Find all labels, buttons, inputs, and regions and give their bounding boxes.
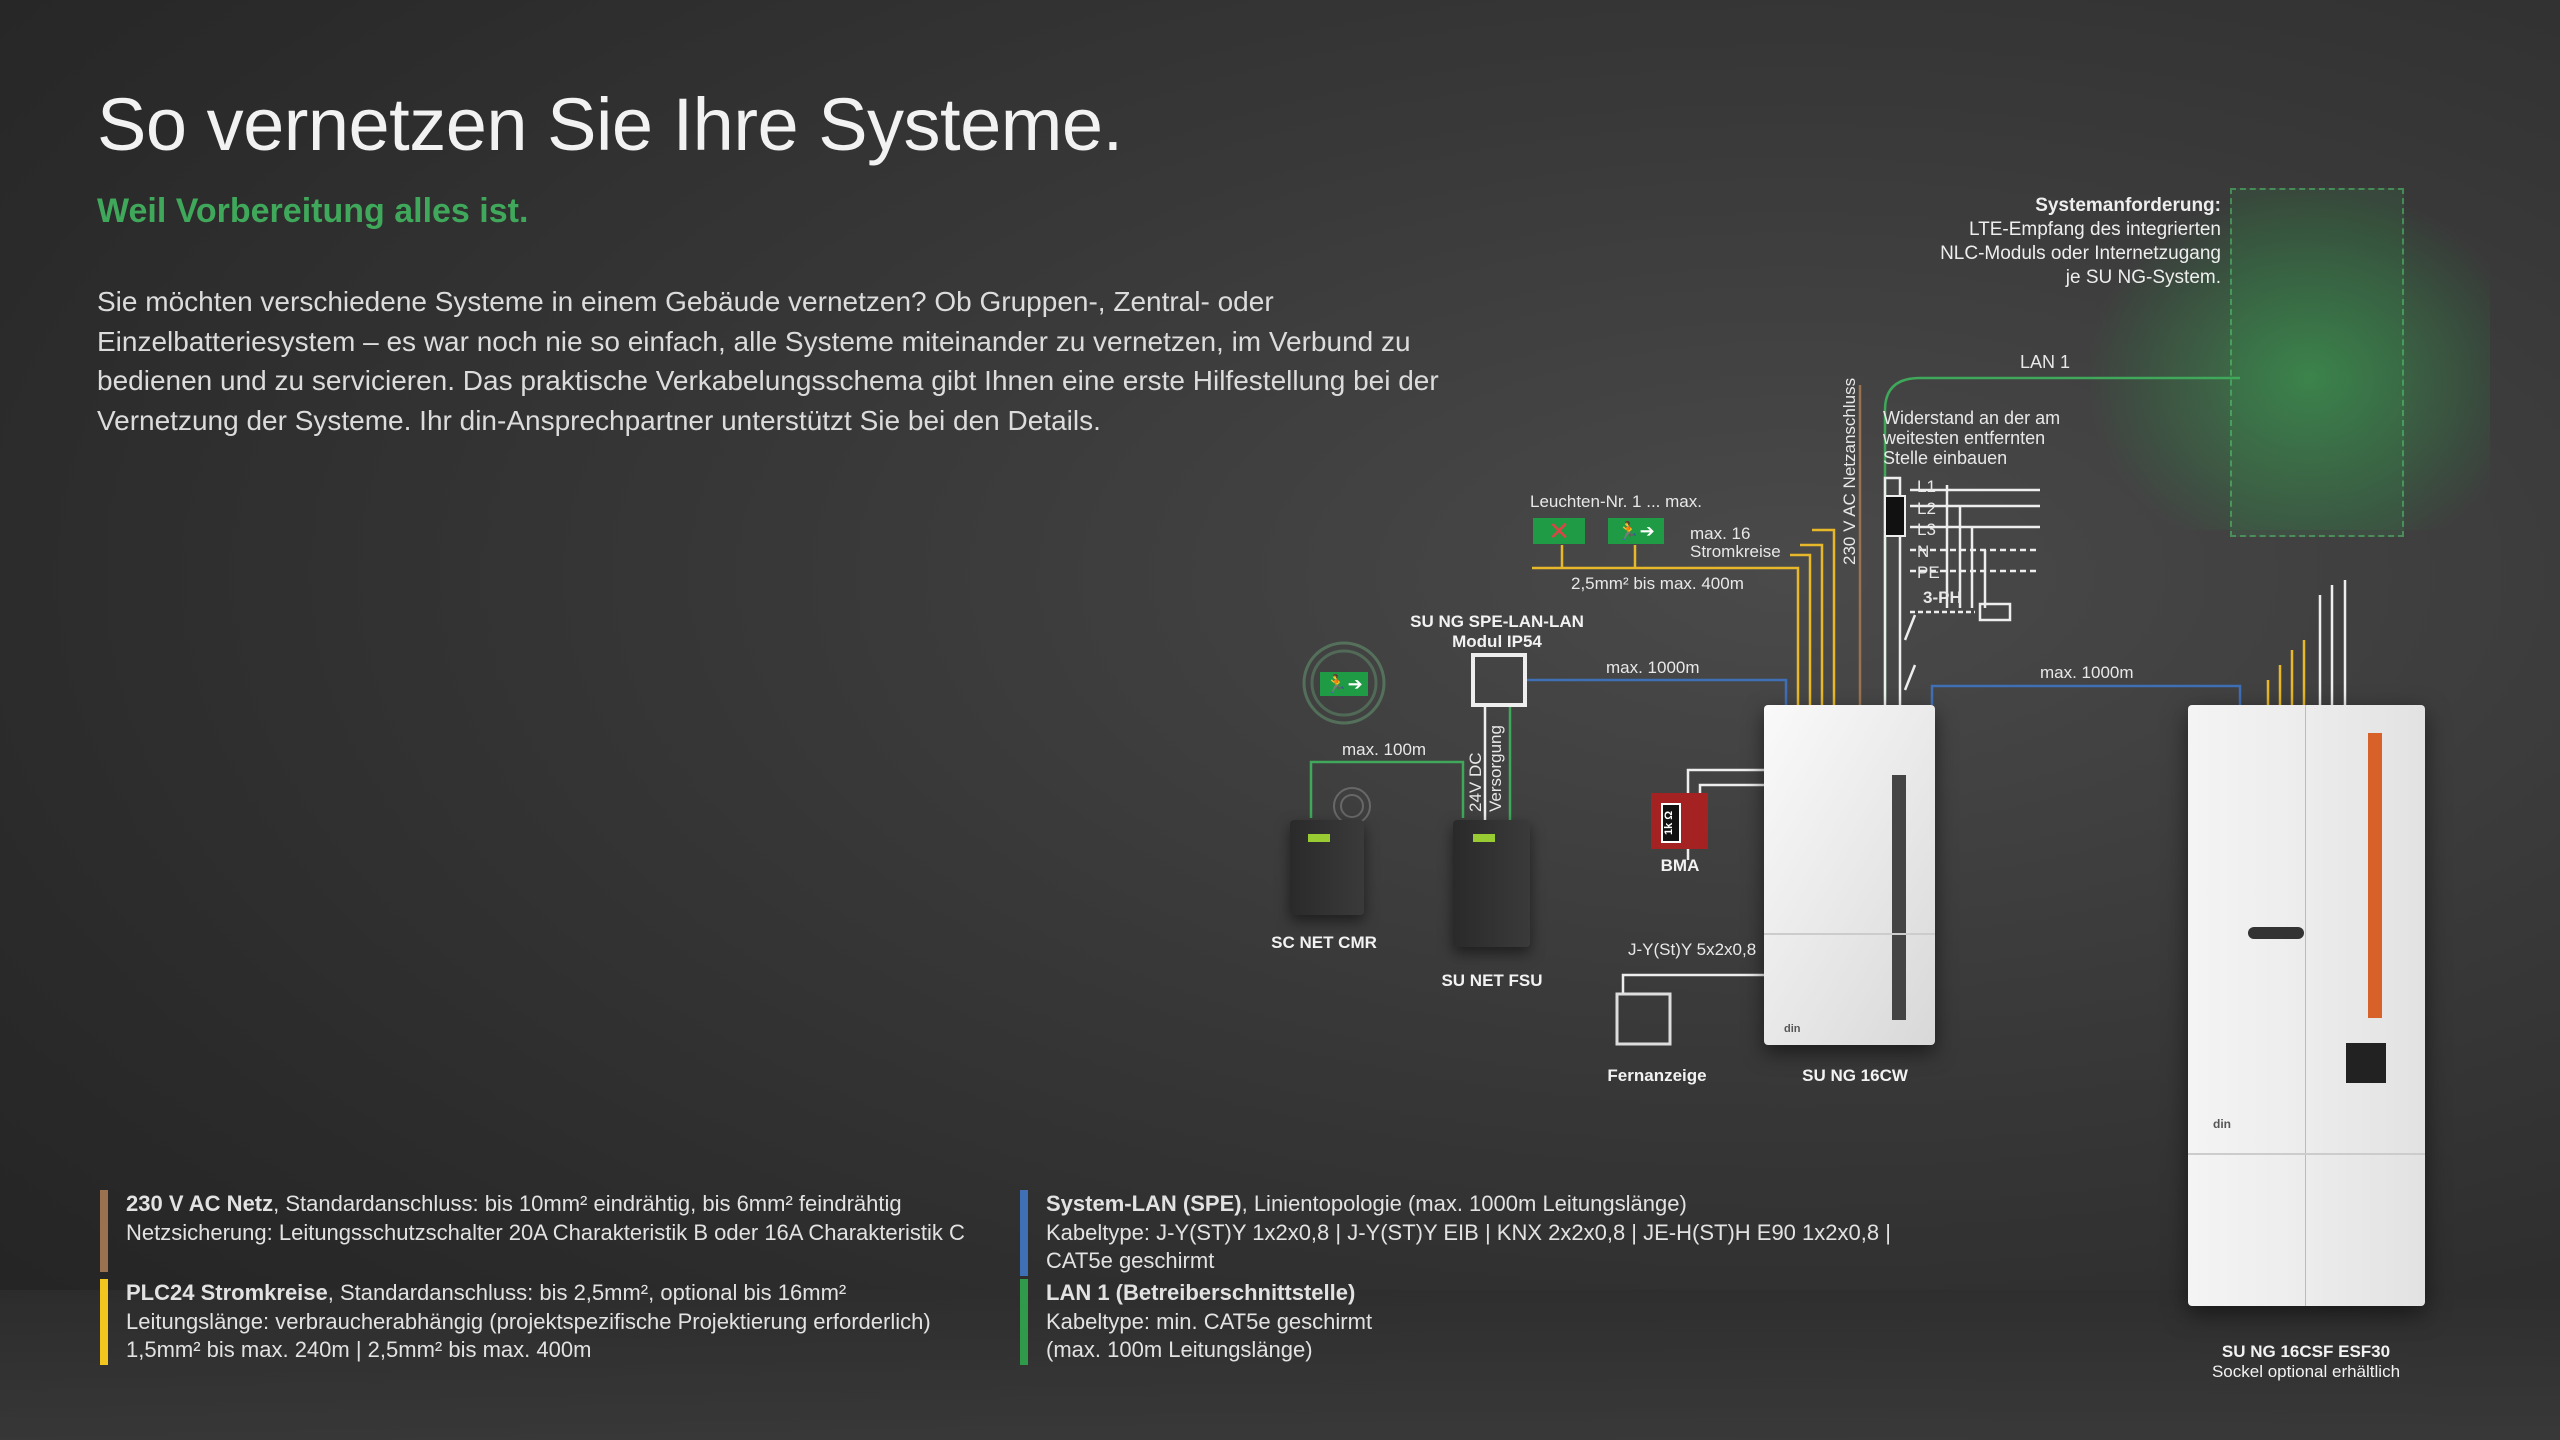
- su-ng-16csf-device: din: [2188, 705, 2425, 1306]
- note-line: Stelle einbauen: [1883, 448, 2008, 468]
- spe-line-right: [1930, 684, 2242, 705]
- su-net-fsu-device: [1453, 820, 1530, 947]
- legend-text: , Standardanschluss: bis 2,5mm², optiona…: [327, 1280, 847, 1305]
- bma-label: BMA: [1660, 856, 1700, 875]
- fernanzeige-label: Fernanzeige: [1607, 1066, 1707, 1085]
- spe-module-box: [1471, 653, 1527, 707]
- legend-text: Leitungslänge: verbraucherabhängig (proj…: [126, 1308, 931, 1334]
- legend-text: Netzsicherung: Leitungsschutzschalter 20…: [126, 1219, 965, 1245]
- legend-text: Kabeltype: min. CAT5e geschirmt: [1046, 1308, 1373, 1334]
- cw-label: SU NG 16CW: [1802, 1066, 1908, 1085]
- cloud-device-outline: [2230, 188, 2404, 537]
- three-ph-label: 3-PH: [1923, 588, 1962, 607]
- dc-supply-label: 24V DC Versorgung: [1466, 725, 1506, 812]
- legend-mains: 230 V AC Netz, Standardanschluss: bis 10…: [100, 1190, 965, 1272]
- intro-text: Sie möchten verschiedene Systeme in eine…: [97, 286, 1439, 436]
- legend-text: CAT5e geschirmt: [1046, 1248, 1215, 1273]
- subtitle: Weil Vorbereitung alles ist.: [97, 192, 529, 230]
- phase-labels: L1 L2 L3 N PE: [1917, 476, 1940, 584]
- requirement-title: Systemanforderung:: [2035, 195, 2221, 216]
- spe-module-label: SU NG SPE-LAN-LAN Modul IP54: [1410, 612, 1584, 652]
- note-line: Widerstand an der am: [1883, 408, 2061, 428]
- csf-note: Sockel optional erhältlich: [2211, 1362, 2401, 1381]
- lan1-label: LAN 1: [2020, 352, 2071, 372]
- max-1000m-left: max. 1000m: [1606, 658, 1700, 677]
- legend-title: LAN 1 (Betreiberschnittstelle): [1046, 1280, 1356, 1305]
- display: [1473, 834, 1495, 842]
- fsu-label: SU NET FSU: [1441, 971, 1543, 990]
- plc-line: [1532, 528, 1836, 705]
- exit-sign-icon: 🏃➔: [1608, 518, 1664, 544]
- resistor-icon: 1k Ω: [1661, 803, 1681, 843]
- cmr-label: SC NET CMR: [1271, 933, 1377, 952]
- legend-text: 1,5mm² bis max. 240m | 2,5mm² bis max. 4…: [126, 1337, 592, 1362]
- floor: [0, 1290, 2560, 1440]
- spe-line-left: [1525, 678, 1788, 705]
- phase-l3: L3: [1917, 520, 1936, 539]
- exit-sign-icon: 🏃➔: [1320, 672, 1368, 696]
- max-100m: max. 100m: [1342, 740, 1427, 759]
- csf-label: SU NG 16CSF ESF30: [2221, 1342, 2391, 1361]
- phase-n: N: [1917, 541, 1930, 561]
- spe-label-line: Modul IP54: [1452, 632, 1542, 651]
- page-title: So vernetzen Sie Ihre Systeme.: [97, 83, 1123, 166]
- status-strip: [1892, 775, 1906, 1020]
- exit-sign-disabled-icon: ✕: [1533, 518, 1585, 544]
- stromkreise-line: Stromkreise: [1690, 542, 1781, 561]
- requirement-line: je SU NG-System.: [2065, 267, 2221, 288]
- dc-line: Versorgung: [1486, 725, 1505, 812]
- phase-l1: L1: [1917, 477, 1936, 496]
- sc-net-cmr-device: [1290, 820, 1364, 915]
- phase-pe: PE: [1917, 563, 1940, 582]
- plc-cable-label: 2,5mm² bis max. 400m: [1571, 574, 1744, 593]
- note-line: weitesten entfernten: [1883, 428, 2046, 448]
- orange-strip: [2368, 733, 2382, 1018]
- su-ng-16cw-device: din: [1764, 705, 1935, 1045]
- door-handle[interactable]: [2248, 927, 2304, 939]
- fern-cable-label: J-Y(St)Y 5x2x0,8: [1628, 940, 1757, 959]
- legend-text: (max. 100m Leitungslänge): [1046, 1337, 1313, 1362]
- legend-text: , Standardanschluss: bis 10mm² eindrähti…: [273, 1191, 902, 1216]
- lan-cmr-fsu: [1309, 760, 1465, 818]
- resistor-note: Widerstand an der am weitesten entfernte…: [1883, 408, 2060, 468]
- legend-title: System-LAN (SPE): [1046, 1191, 1242, 1216]
- legend-plc: PLC24 Stromkreise, Standardanschluss: bi…: [100, 1279, 931, 1365]
- legend-title: 230 V AC Netz: [126, 1191, 274, 1216]
- bma-box: 1k Ω: [1651, 793, 1708, 849]
- requirement-line: NLC-Moduls oder Internetzugang: [1940, 243, 2221, 264]
- legend-text: , Linientopologie (max. 1000m Leitungslä…: [1241, 1191, 1687, 1216]
- system-requirement: Systemanforderung: LTE-Empfang des integ…: [1940, 194, 2221, 290]
- phase-l2: L2: [1917, 498, 1936, 518]
- mains-label: 230 V AC Netzanschluss: [1840, 377, 1859, 565]
- din-logo: din: [2213, 1117, 2231, 1131]
- dc-line: 24V DC: [1466, 752, 1485, 812]
- max-1000m-right: max. 1000m: [2040, 663, 2134, 682]
- fan-grille-icon: [2346, 1043, 2386, 1083]
- stromkreise-label: max. 16 Stromkreise: [1690, 525, 1781, 561]
- legend-text: Kabeltype: J-Y(ST)Y 1x2x0,8 | J-Y(ST)Y E…: [1046, 1219, 1891, 1245]
- fernanzeige-box: [1615, 992, 1672, 1046]
- legend-lan1: LAN 1 (Betreiberschnittstelle) Kabeltype…: [1020, 1279, 1372, 1365]
- leuchten-label: Leuchten-Nr. 1 ... max.: [1530, 492, 1702, 511]
- requirement-line: LTE-Empfang des integrierten: [1968, 219, 2221, 240]
- legend-spe: System-LAN (SPE), Linientopologie (max. …: [1020, 1190, 1891, 1276]
- spe-label-line: SU NG SPE-LAN-LAN: [1410, 612, 1584, 631]
- legend-title: PLC24 Stromkreise: [126, 1280, 328, 1305]
- din-logo: din: [1784, 1023, 1801, 1035]
- lan1-line: [1883, 376, 2240, 700]
- display: [1308, 834, 1330, 842]
- stromkreise-line: max. 16: [1690, 524, 1751, 543]
- cloud-icon: [2090, 190, 2490, 530]
